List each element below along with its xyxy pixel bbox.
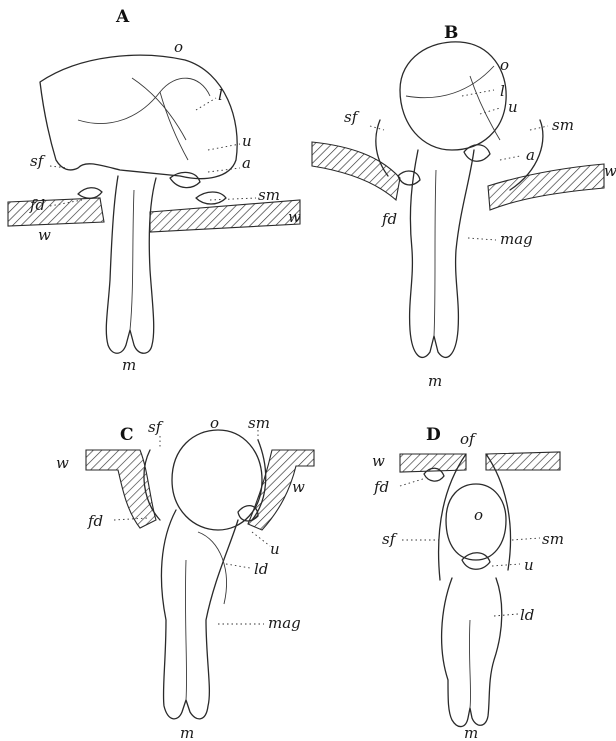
ligament-curve [132, 78, 186, 140]
label-sm: sm [552, 116, 574, 134]
label-m: m [428, 372, 442, 390]
label-l: l [500, 82, 505, 100]
label-m: m [180, 724, 194, 741]
label-of: of [460, 430, 477, 448]
label-u: u [524, 556, 534, 574]
panel-letter: D [426, 425, 441, 445]
label-l: l [218, 86, 223, 104]
stalk-septum [185, 560, 186, 700]
label-sm: sm [542, 530, 564, 548]
tube-sm [486, 454, 511, 570]
label-ld: ld [520, 606, 534, 624]
stalk-septum [130, 190, 134, 330]
stalk-outline [161, 510, 238, 719]
label-w-left: w [56, 454, 69, 472]
panel-c: C sf o sm w w fd u ld mag m [56, 414, 314, 741]
label-a: a [242, 154, 251, 172]
label-w-left: w [38, 226, 51, 244]
label-w: w [604, 162, 616, 180]
label-sf: sf [30, 152, 46, 170]
label-u: u [242, 132, 252, 150]
label-sf: sf [148, 418, 164, 436]
panel-letter: C [120, 425, 134, 445]
fold-sm [196, 192, 226, 204]
label-ld: ld [254, 560, 268, 578]
fold-u [170, 172, 200, 187]
label-sf: sf [344, 108, 360, 126]
label-a: a [526, 146, 535, 164]
label-mag: mag [500, 230, 533, 248]
stalk-septum [434, 170, 436, 336]
stalk-septum [469, 620, 470, 708]
body-wall-right [488, 164, 604, 210]
label-sm: sm [258, 186, 280, 204]
label-sf: sf [382, 530, 398, 548]
label-o: o [474, 506, 483, 524]
fold-u [462, 553, 490, 570]
fold-fd [78, 188, 102, 199]
oval-mass [40, 55, 237, 178]
label-o: o [210, 414, 219, 432]
fold-fd [398, 171, 420, 185]
stalk-outline [442, 578, 502, 727]
stalk-outline [106, 176, 156, 353]
ovary-inner [406, 66, 494, 98]
label-fd: fd [87, 512, 103, 530]
label-u: u [270, 540, 280, 558]
label-m: m [122, 356, 136, 374]
label-w-right: w [292, 478, 305, 496]
panel-a: A o l u a sf fd sm w w m [8, 7, 301, 374]
oval-inner-line-2 [160, 92, 188, 160]
label-w: w [372, 452, 385, 470]
panel-letter: B [444, 23, 458, 43]
panel-b: B o l u sm sf a w fd mag m [312, 23, 616, 390]
body-wall-right [486, 452, 560, 470]
panel-letter: A [115, 7, 130, 27]
label-sm: sm [248, 414, 270, 432]
label-fd: fd [29, 196, 45, 214]
label-o: o [500, 56, 509, 74]
label-fd: fd [381, 210, 397, 228]
ovary-sphere [172, 430, 262, 530]
body-wall-left [312, 142, 400, 200]
ovary-sphere [400, 42, 506, 150]
label-o: o [174, 38, 183, 56]
fold-u [464, 145, 490, 162]
oval-inner-line [78, 78, 210, 123]
label-mag: mag [268, 614, 301, 632]
body-wall-left [8, 198, 104, 226]
panel-d: D of w fd o sf sm u ld m [372, 425, 564, 741]
label-m: m [464, 724, 478, 741]
body-wall-right [150, 200, 300, 232]
label-fd: fd [373, 478, 389, 496]
label-u: u [508, 98, 518, 116]
label-w-right: w [288, 208, 301, 226]
